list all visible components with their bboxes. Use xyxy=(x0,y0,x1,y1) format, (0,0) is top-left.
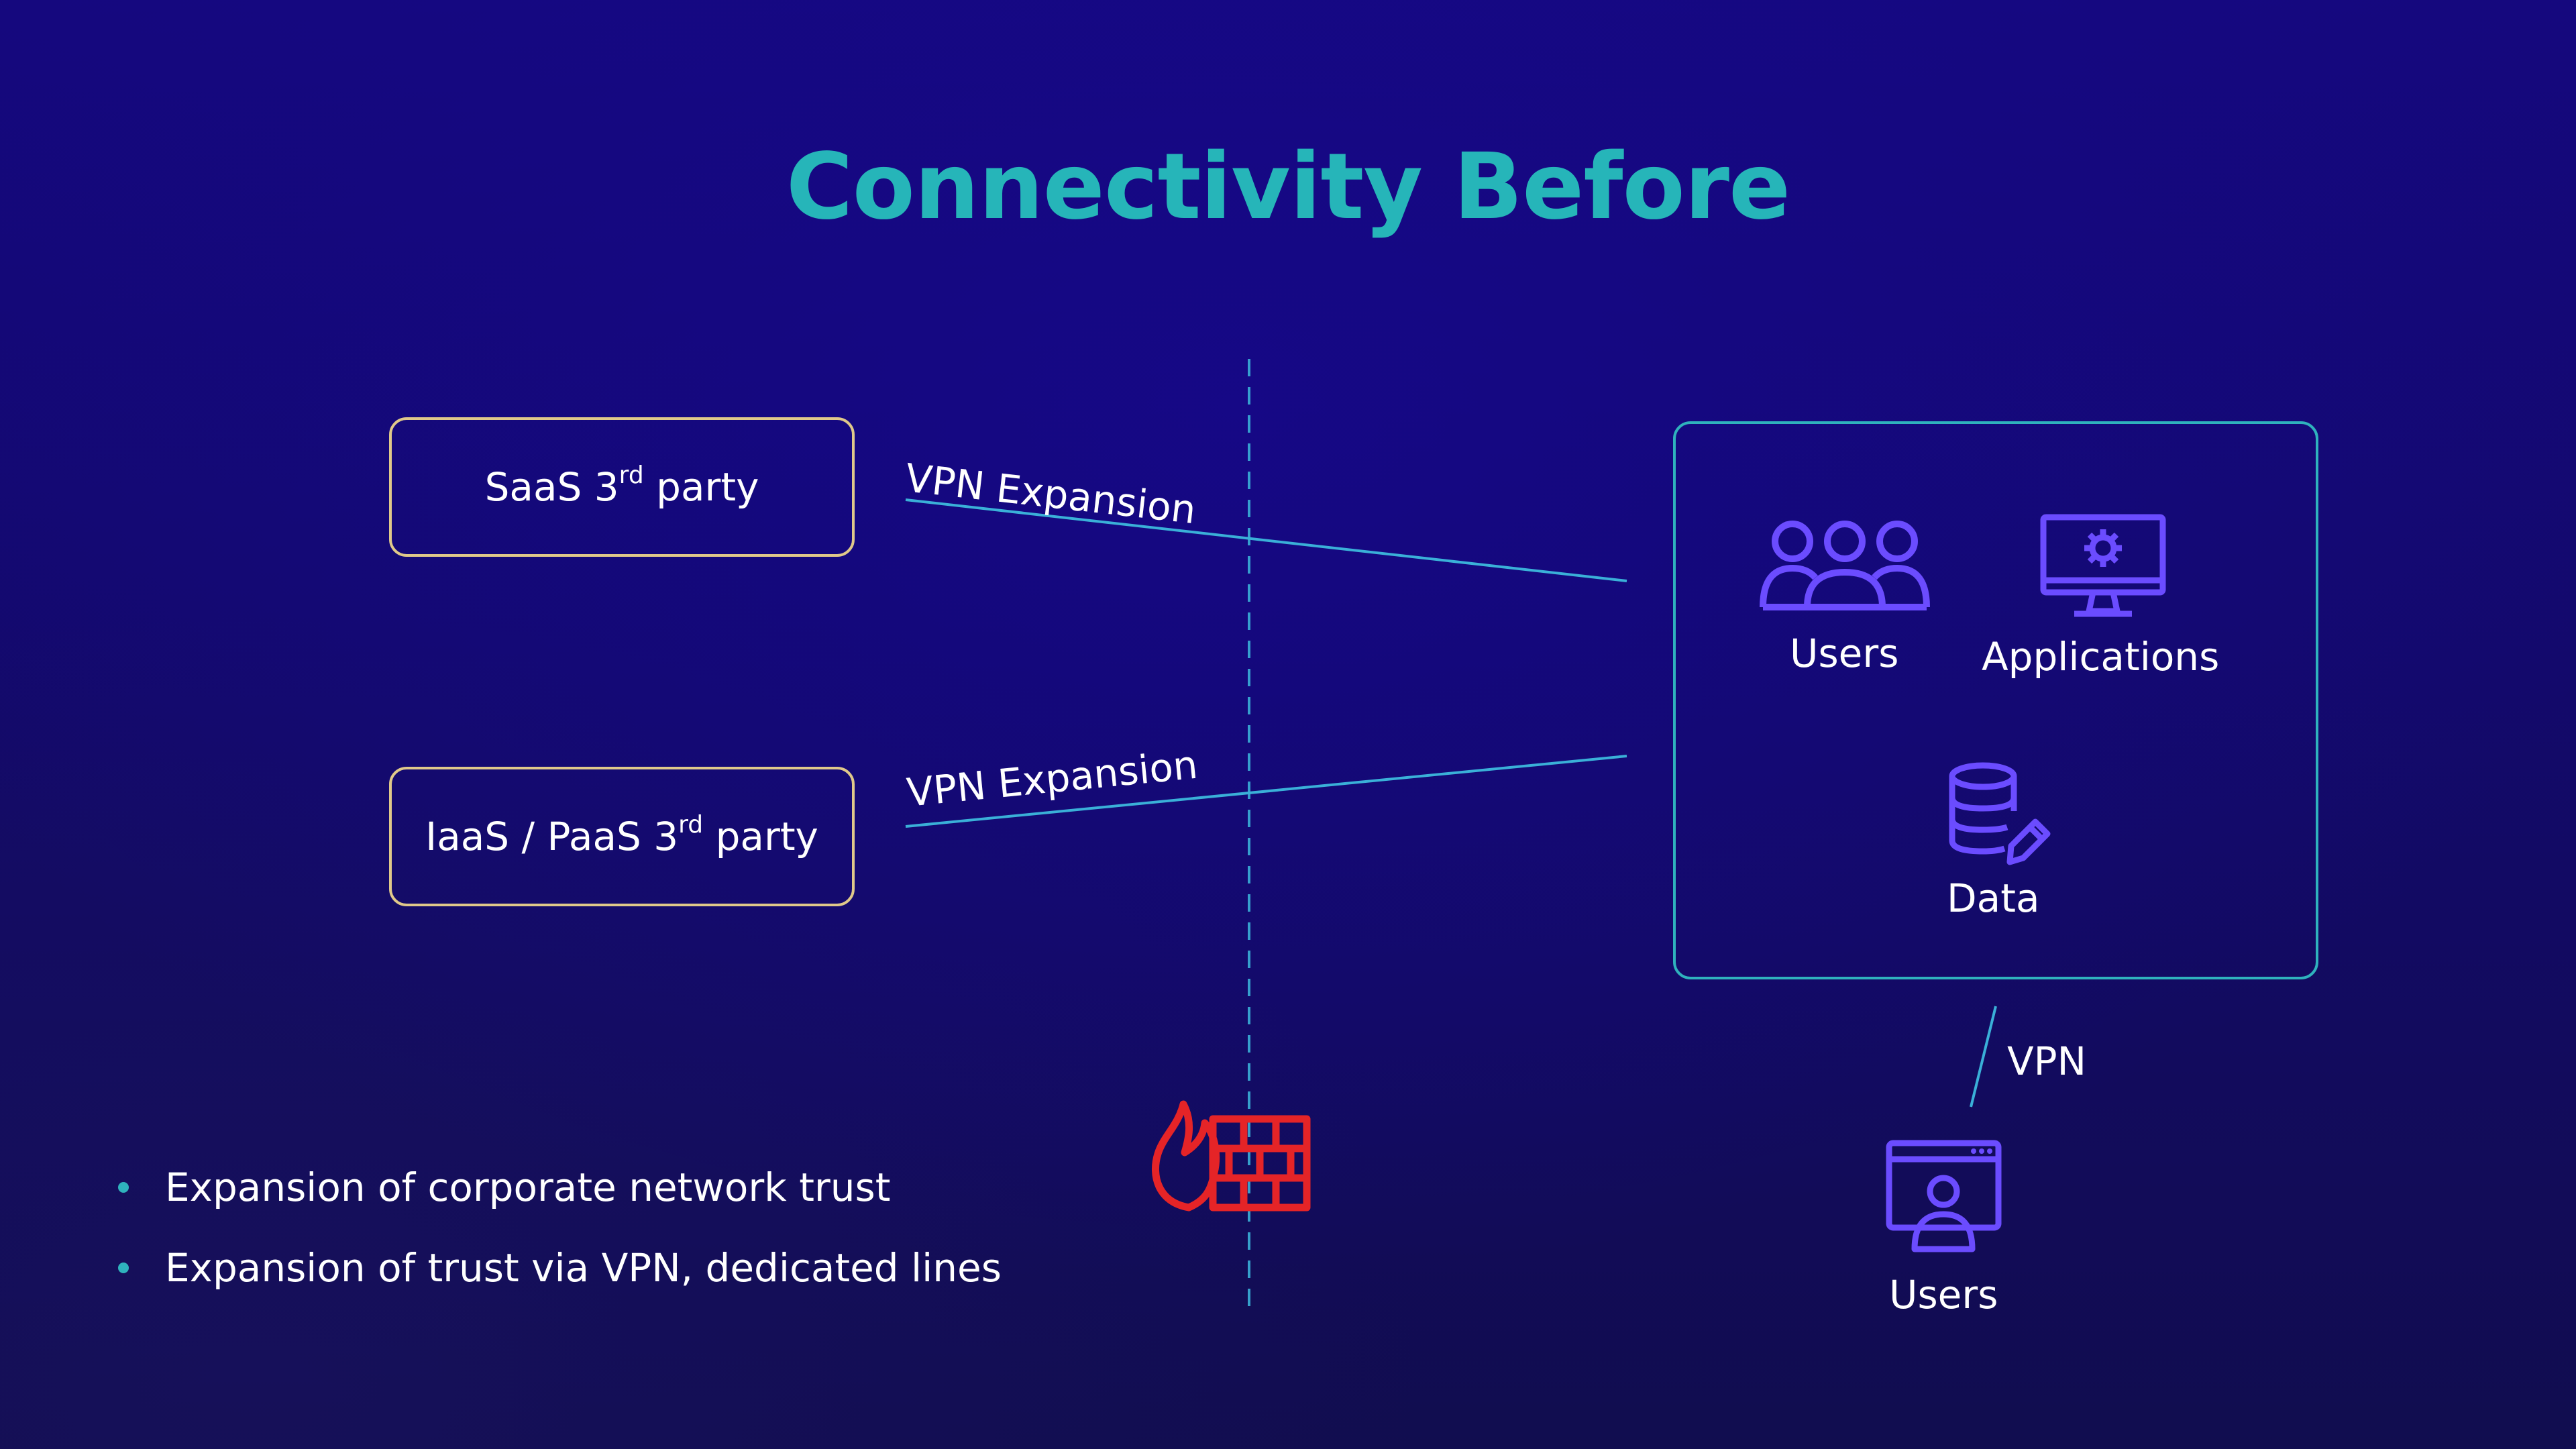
bullet-text: Expansion of trust via VPN, dedicated li… xyxy=(165,1245,1002,1291)
corp-users-label: Users xyxy=(1790,631,1899,676)
saas-node: SaaS 3rd party xyxy=(389,417,855,557)
bullet-item: Expansion of trust via VPN, dedicated li… xyxy=(114,1234,1002,1315)
bullet-dot xyxy=(118,1263,129,1273)
remote-user-window-icon xyxy=(1886,1140,2002,1252)
iaas-paas-label: IaaS / PaaS 3rd party xyxy=(425,810,818,859)
applications-label: Applications xyxy=(1982,634,2220,680)
saas-label: SaaS 3rd party xyxy=(484,461,759,510)
vpn-label: VPN xyxy=(2007,1038,2087,1084)
key-points-list: Expansion of corporate network trust Exp… xyxy=(114,1154,1002,1315)
database-pencil-icon xyxy=(1949,762,2051,865)
firewall-flame-icon xyxy=(1152,1100,1311,1212)
iaas-paas-node: IaaS / PaaS 3rd party xyxy=(389,767,855,906)
monitor-gear-icon xyxy=(2040,514,2166,617)
data-label: Data xyxy=(1947,875,2040,921)
iaas-vpn-line xyxy=(905,755,1627,828)
bullet-dot xyxy=(118,1182,129,1193)
bullet-item: Expansion of corporate network trust xyxy=(114,1154,1002,1234)
remote-vpn-line xyxy=(1970,1006,1997,1108)
bullet-text: Expansion of corporate network trust xyxy=(165,1165,891,1210)
saas-vpn-line xyxy=(905,498,1627,582)
corporate-network-box xyxy=(1673,421,2318,979)
users-group-icon xyxy=(1760,521,1930,610)
page-title: Connectivity Before xyxy=(786,134,1790,240)
remote-users-label: Users xyxy=(1889,1272,1998,1318)
